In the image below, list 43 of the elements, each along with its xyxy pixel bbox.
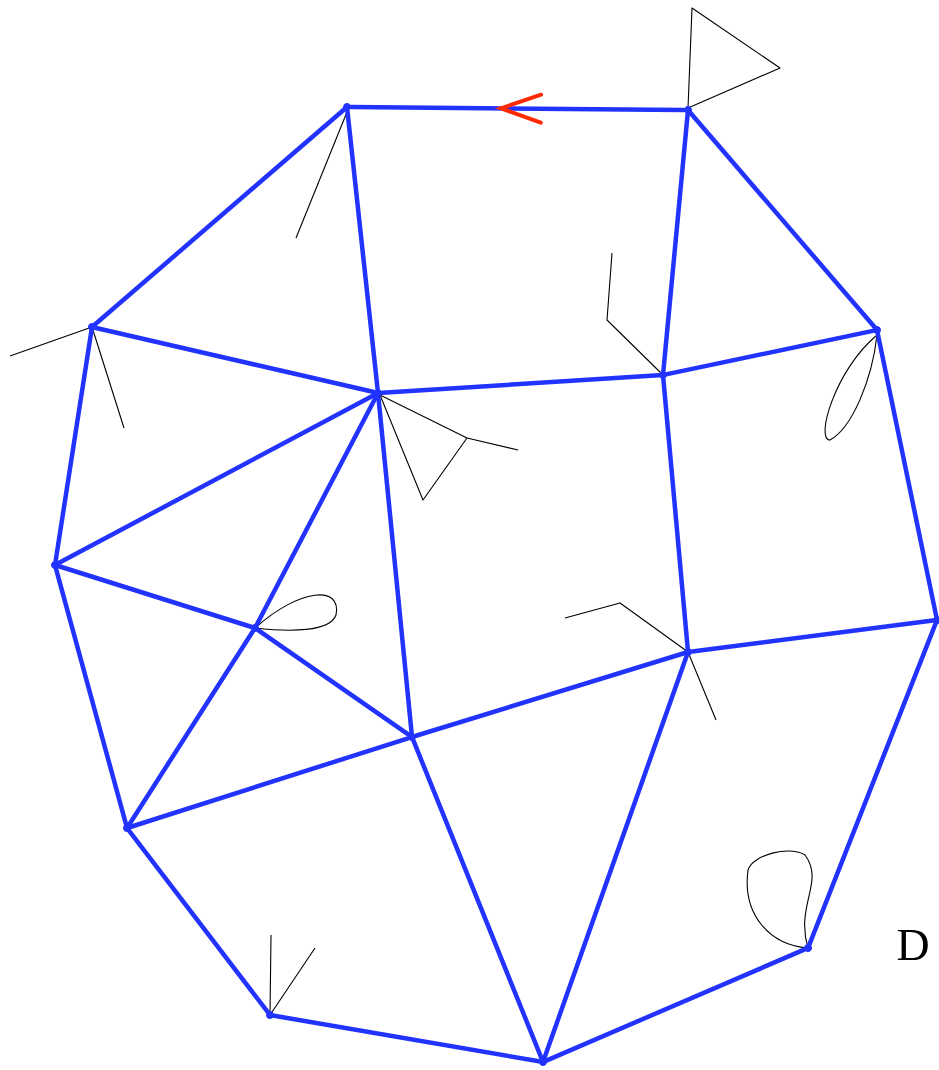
vertex (88, 323, 96, 331)
edge-line (56, 564, 254, 629)
vertex (804, 944, 812, 952)
edge-line (271, 1013, 542, 1064)
edge-line (345, 108, 380, 392)
edge-line (664, 328, 876, 377)
vertex (123, 824, 131, 832)
vertex (933, 616, 939, 624)
vertex (51, 561, 59, 569)
edge-line (53, 328, 94, 564)
vertex (374, 389, 382, 397)
edge-line (92, 107, 347, 327)
letter-label: D (897, 929, 928, 961)
edge-line (542, 653, 689, 1061)
edge-line (661, 111, 690, 374)
vertex (684, 648, 692, 656)
edge-line (376, 394, 414, 736)
edge-line (56, 392, 377, 566)
edge-line (688, 110, 877, 330)
vertex (684, 106, 692, 114)
edge-line (807, 621, 938, 947)
edge-line (411, 738, 544, 1061)
edge-line (93, 325, 377, 395)
edge-line (254, 394, 379, 627)
vertex (539, 1058, 547, 1066)
edge-line (661, 376, 690, 651)
edge-line (544, 947, 807, 1063)
vertex (408, 733, 416, 741)
edge-line (256, 628, 411, 737)
edge-line (348, 92, 687, 125)
edge-line (689, 618, 936, 654)
vertex (659, 371, 667, 379)
edge-line (53, 566, 129, 827)
edge-line (127, 829, 270, 1014)
edge-line (875, 331, 939, 619)
vertex (873, 326, 881, 334)
edge-line (127, 629, 255, 827)
edge-line (128, 736, 411, 829)
vertex (251, 624, 259, 632)
vertex (266, 1011, 274, 1019)
edge-line (379, 373, 662, 395)
edge-line (413, 651, 687, 738)
vertex (343, 103, 351, 111)
